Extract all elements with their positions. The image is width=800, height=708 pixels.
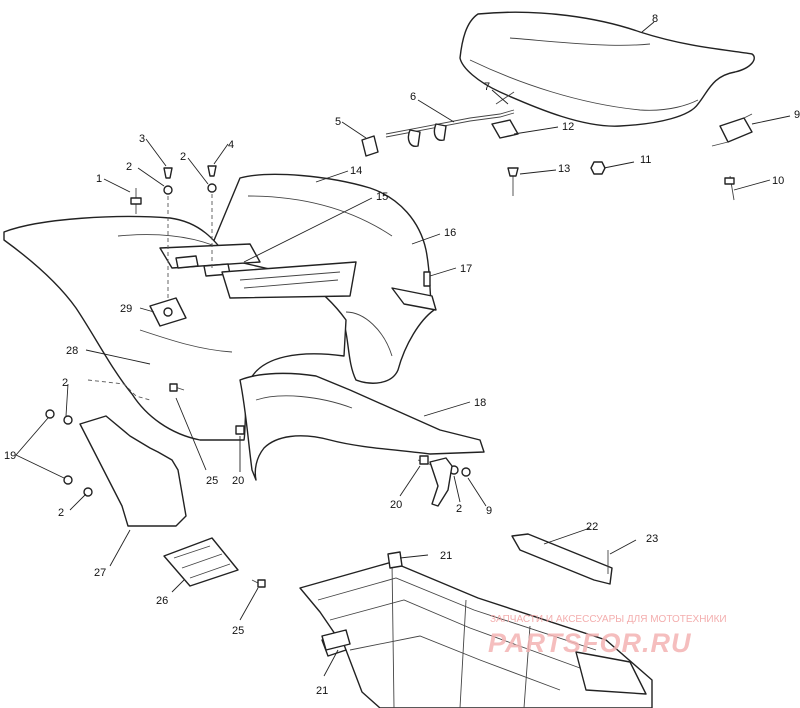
callout-29: 29	[120, 303, 132, 315]
callout-2: 2	[58, 507, 64, 519]
callout-20: 20	[390, 499, 402, 511]
callout-12: 12	[562, 121, 574, 133]
footrest-26	[163, 537, 239, 587]
watermark-tagline: ЗАПЧАСТИ И АКСЕССУАРЫ ДЛЯ МОТОТЕХНИКИ	[490, 614, 727, 625]
callout-25: 25	[232, 625, 244, 637]
nut-11	[590, 161, 606, 175]
strap-22	[511, 533, 613, 585]
callout-7: 7	[484, 81, 490, 93]
callout-9: 9	[794, 109, 800, 121]
callout-19: 19	[4, 450, 16, 462]
mud-flap-27	[79, 379, 187, 527]
callout-18: 18	[474, 397, 486, 409]
callout-14: 14	[350, 165, 362, 177]
callout-8: 8	[652, 13, 658, 25]
callout-2: 2	[62, 377, 68, 389]
watermark-logo: PARTSFOR.RU	[488, 628, 692, 658]
nut-19	[45, 409, 73, 485]
callout-15: 15	[376, 191, 388, 203]
callout-16: 16	[444, 227, 456, 239]
front-fender	[3, 215, 357, 441]
callout-5: 5	[335, 116, 341, 128]
callout-23: 23	[646, 533, 658, 545]
latch-assembly	[361, 91, 515, 157]
callout-10: 10	[772, 175, 784, 187]
callout-21: 21	[440, 550, 452, 562]
callout-4: 4	[228, 139, 234, 151]
latch-29	[149, 297, 187, 327]
callout-27: 27	[94, 567, 106, 579]
seat	[459, 11, 755, 127]
side-panel-18	[239, 372, 485, 481]
screws-25	[169, 383, 266, 588]
callout-20: 20	[232, 475, 244, 487]
callout-25: 25	[206, 475, 218, 487]
callout-1: 1	[96, 173, 102, 185]
callout-22: 22	[586, 521, 598, 533]
callout-2: 2	[180, 151, 186, 163]
callout-17: 17	[460, 263, 472, 275]
strip-24	[321, 629, 351, 651]
callout-6: 6	[410, 91, 416, 103]
callout-11: 11	[640, 154, 651, 166]
screw-13	[507, 167, 519, 196]
callout-28: 28	[66, 345, 78, 357]
seat-bracket	[711, 113, 753, 147]
callout-labels: 1 2 2 2 2 2 3 4 5 6 7 8 9 9 10 11 12 13 …	[4, 13, 800, 697]
latch-plate-12	[491, 119, 519, 139]
bolt-10	[724, 175, 735, 201]
callout-3: 3	[139, 133, 145, 145]
callout-2: 2	[126, 161, 132, 173]
leader-lines	[15, 21, 791, 677]
callout-13: 13	[558, 163, 570, 175]
callout-9: 9	[486, 505, 492, 517]
washers-2	[63, 183, 459, 497]
mud-flap-right	[429, 457, 453, 507]
callout-21: 21	[316, 685, 328, 697]
callout-2: 2	[456, 503, 462, 515]
watermark: ЗАПЧАСТИ И АКСЕССУАРЫ ДЛЯ МОТОТЕХНИКИ PA…	[488, 614, 727, 658]
nut-9	[461, 467, 471, 477]
callout-26: 26	[156, 595, 168, 607]
bolts-1-3-4	[130, 165, 217, 300]
